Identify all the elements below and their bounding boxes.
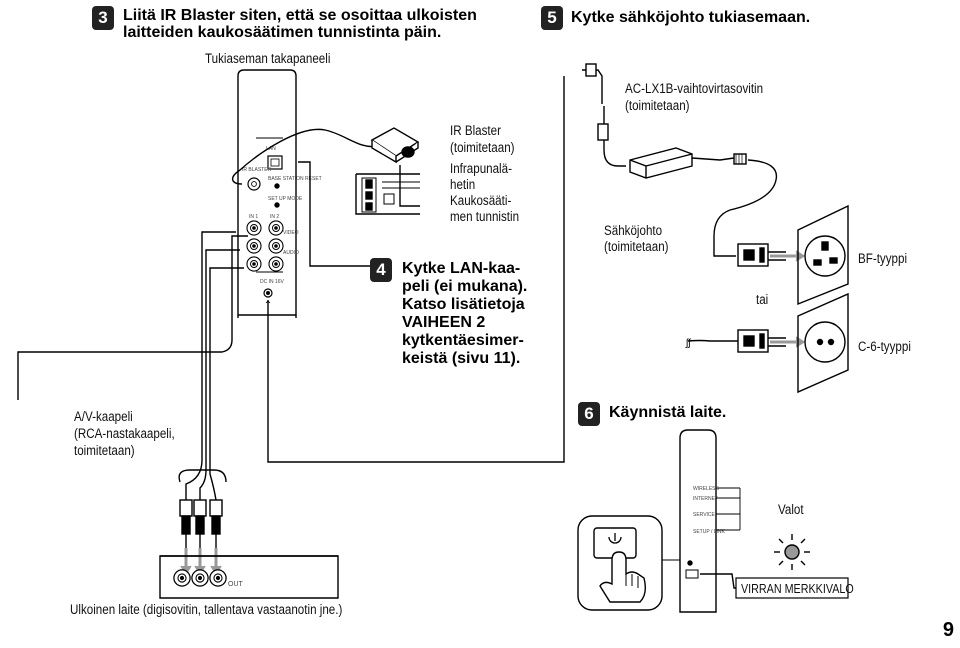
dc-in-label: DC IN 16V: [260, 279, 285, 285]
external-device-label: Ulkoinen laite (digisovitin, tallentava …: [70, 602, 343, 617]
svg-text:ʃʃ: ʃʃ: [685, 338, 691, 349]
ir-blaster-label-line: hetin: [450, 177, 476, 192]
video-label: VIDEO: [283, 230, 299, 236]
step-3-badge: 3: [92, 6, 114, 30]
c6-type-label: C-6-tyyppi: [858, 339, 911, 354]
av-cable-label-line-3: toimitetaan): [74, 443, 135, 458]
step-4-line: peli (ei mukana).: [402, 278, 528, 295]
step-4-line: keistä (sivu 11).: [402, 350, 521, 367]
led-setup-link-label: SETUP / LINK: [693, 529, 726, 535]
step-4-line: VAIHEEN 2: [402, 314, 486, 331]
page-number: 9: [942, 619, 954, 641]
indicator-light-icon: [700, 534, 810, 589]
power-button-closeup: [577, 515, 680, 611]
step-3-line-2: laitteiden kaukosäätimen tunnistinta päi…: [123, 24, 442, 41]
wall-socket-bf: [797, 204, 849, 306]
rear-panel-labels: LAN IR BLASTER BASE STATION RESET SET UP…: [242, 146, 322, 285]
power-cord-label-line-1: Sähköjohto: [604, 223, 663, 238]
adapter-label-line-2: (toimitetaan): [625, 98, 690, 113]
ir-blaster-device: [232, 127, 420, 215]
power-indicator-label: VIRRAN MERKKIVALO: [741, 582, 854, 596]
reset-label: BASE STATION RESET: [268, 176, 322, 182]
step-3-line-1: Liitä IR Blaster siten, että se osoittaa…: [123, 7, 477, 24]
ir-blaster-label-line: IR Blaster: [450, 123, 501, 138]
out-port-label: OUT: [228, 581, 244, 588]
adapter-label-line-1: AC-LX1B-vaihtovirtasovitin: [625, 81, 764, 96]
external-device-box: [159, 555, 339, 599]
bf-type-label: BF-tyyppi: [858, 251, 908, 266]
in1-label: IN 1: [249, 214, 258, 220]
step-5-badge: 5: [541, 6, 563, 30]
led-internet-label: INTERNET: [693, 496, 718, 502]
av-cable-label-line-2: (RCA-nastakaapeli,: [74, 426, 175, 441]
ir-blaster-label-line: (toimitetaan): [450, 140, 515, 155]
ir-blaster-label-line: Kaukosääti-: [450, 193, 512, 208]
or-label: tai: [756, 292, 769, 307]
step-4-badge: 4: [370, 258, 392, 282]
step-6-text: Käynnistä laite.: [609, 404, 727, 421]
ir-blaster-label-line: Infrapunalä-: [450, 161, 512, 176]
ir-blaster-label-line: men tunnistin: [450, 209, 520, 224]
ir-blaster-port-label: IR BLASTER: [242, 167, 272, 173]
base-station-front: [679, 429, 732, 613]
step-4-line: kytkentäesimer-: [402, 332, 524, 349]
av-cable-label-line-1: A/V-kaapeli: [74, 409, 133, 424]
wall-socket-c6: [797, 292, 849, 394]
front-led-labels: WIRELESS INTERNET SERVICE SETUP / LINK: [693, 486, 726, 535]
lights-label: Valot: [778, 502, 804, 517]
step-4-line: Katso lisätietoja: [402, 296, 525, 313]
led-service-label: SERVICE: [693, 512, 716, 518]
setup-mode-label: SET UP MODE: [268, 196, 303, 202]
av-cable: [17, 231, 248, 576]
step-5-text: Kytke sähköjohto tukiasemaan.: [571, 9, 811, 26]
power-cable: ʃʃ: [582, 63, 806, 353]
lan-cable: [267, 76, 565, 463]
power-cord-label-line-2: (toimitetaan): [604, 239, 669, 254]
step-4-line: Kytke LAN-kaa-: [402, 260, 521, 277]
rear-panel-label: Tukiaseman takapaneeli: [205, 51, 331, 66]
lan-port-label: LAN: [266, 146, 276, 152]
indicator-label-frame: [735, 577, 849, 599]
step-6-badge: 6: [578, 402, 600, 426]
in2-label: IN 2: [270, 214, 279, 220]
led-wireless-label: WIRELESS: [693, 486, 720, 492]
base-station-rear-panel: [237, 69, 297, 318]
audio-label: AUDIO: [283, 250, 299, 256]
